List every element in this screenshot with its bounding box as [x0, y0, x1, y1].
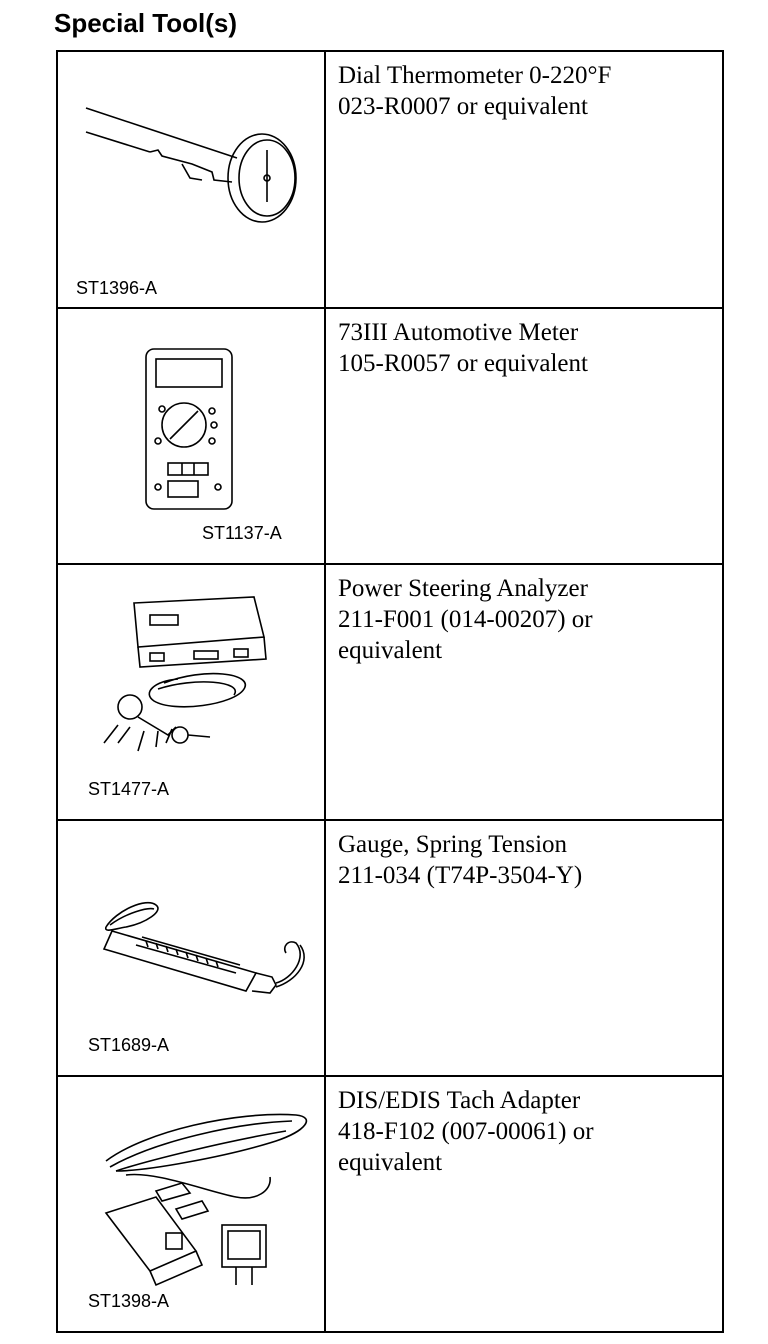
tool-part-number: 211-034 (T74P-3504-Y)	[338, 862, 583, 889]
special-tools-table: ST1396-A Dial Thermometer 0-220°F 023-R0…	[56, 50, 724, 1333]
tool-part-number: 211-F001 (014-00207) or	[338, 606, 593, 633]
tool-code: ST1398-A	[88, 1291, 170, 1311]
tool-code: ST1396-A	[76, 278, 158, 298]
tool-code: ST1137-A	[202, 523, 282, 543]
tool-row: ST1396-A Dial Thermometer 0-220°F 023-R0…	[58, 52, 722, 309]
tool-row: ST1477-A Power Steering Analyzer 211-F00…	[58, 565, 722, 821]
page-title: Special Tool(s)	[54, 8, 237, 38]
spring-tension-gauge-icon	[102, 901, 305, 994]
tool-description: Power Steering Analyzer 211-F001 (014-00…	[338, 573, 714, 666]
tool-name: Dial Thermometer 0-220°F	[338, 62, 612, 89]
tool-row: ST1137-A 73III Automotive Meter 105-R005…	[58, 309, 722, 565]
power-steering-analyzer-icon	[103, 596, 267, 752]
tool-name: Gauge, Spring Tension	[338, 831, 568, 858]
tach-adapter-icon	[104, 1113, 308, 1287]
tool-image-cell: ST1398-A	[58, 1077, 326, 1331]
tool-row: ST1398-A DIS/EDIS Tach Adapter 418-F102 …	[58, 1077, 722, 1331]
automotive-meter-icon	[145, 348, 233, 510]
tool-image-cell: ST1477-A	[58, 565, 326, 819]
tool-name: 73III Automotive Meter	[338, 319, 579, 346]
tool-code: ST1477-A	[88, 779, 170, 799]
tool-name: Power Steering Analyzer	[338, 575, 588, 602]
tool-part-number: 105-R0057 or equivalent	[338, 350, 588, 377]
tool-image-cell: ST1396-A	[58, 52, 326, 307]
tool-part-suffix: equivalent	[338, 1149, 443, 1176]
tool-name: DIS/EDIS Tach Adapter	[338, 1087, 581, 1114]
tool-part-number: 418-F102 (007-00061) or	[338, 1118, 594, 1145]
tool-description: Dial Thermometer 0-220°F 023-R0007 or eq…	[338, 60, 714, 122]
dial-thermometer-icon	[85, 107, 297, 223]
tool-row: ST1689-A Gauge, Spring Tension 211-034 (…	[58, 821, 722, 1077]
tool-code: ST1689-A	[88, 1035, 170, 1055]
tool-image-cell: ST1137-A	[58, 309, 326, 563]
tool-description: Gauge, Spring Tension 211-034 (T74P-3504…	[338, 829, 714, 891]
tool-image-cell: ST1689-A	[58, 821, 326, 1075]
tool-description: 73III Automotive Meter 105-R0057 or equi…	[338, 317, 714, 379]
tool-part-suffix: equivalent	[338, 637, 443, 664]
tool-description: DIS/EDIS Tach Adapter 418-F102 (007-0006…	[338, 1085, 714, 1178]
tool-part-number: 023-R0007 or equivalent	[338, 93, 588, 120]
